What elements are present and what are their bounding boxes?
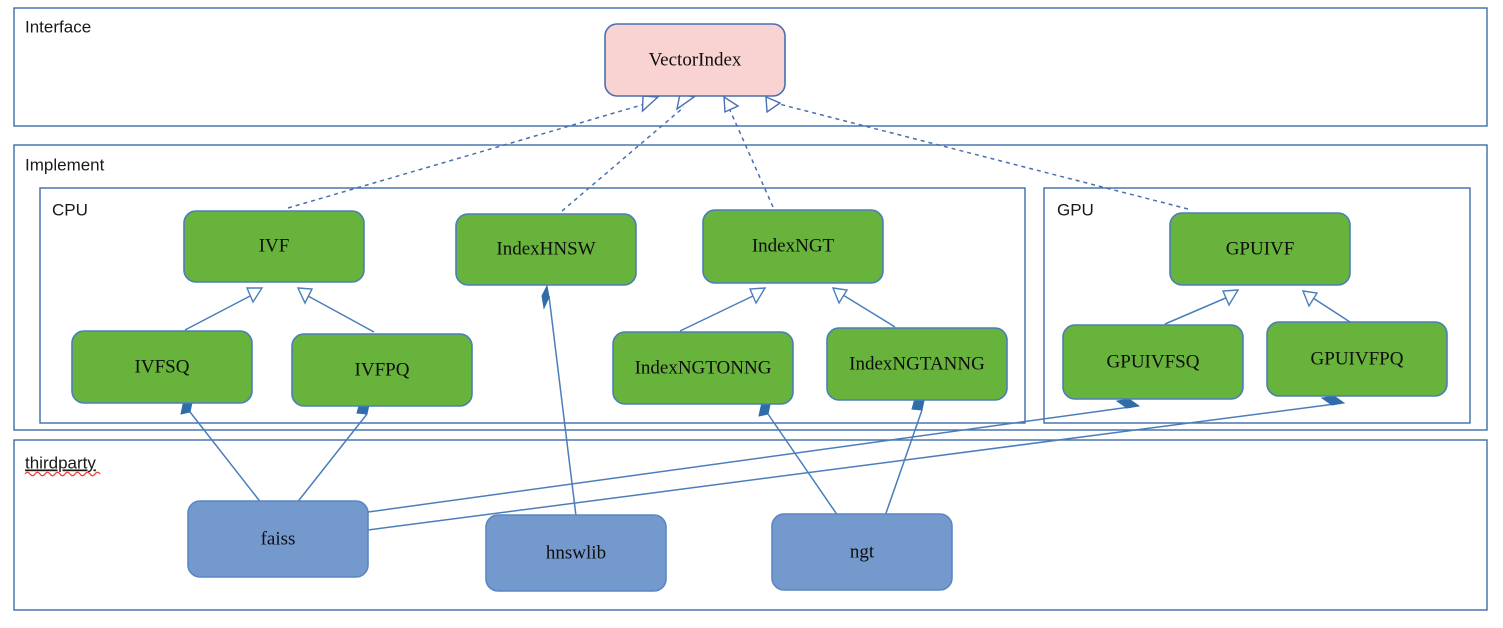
node-box-ivfsq[interactable] (71, 330, 253, 404)
node-label-indexhnsw: IndexHNSW (496, 238, 595, 259)
node-gpuivf[interactable]: GPUIVF (1169, 212, 1351, 286)
group-label-cpu: CPU (52, 200, 88, 219)
node-faiss[interactable]: faiss (187, 500, 369, 578)
diamond-arrow-faiss-to-gpuivfpq (1320, 395, 1346, 406)
triangle-arrow-ivfpq-to-ivf (296, 287, 314, 305)
node-box-vectorindex[interactable] (604, 23, 786, 97)
edge-gpuivf-to-vectorindex (778, 103, 1189, 210)
node-indexngtonng[interactable]: IndexNGTONNG (612, 331, 794, 405)
node-label-faiss: faiss (261, 528, 296, 549)
triangle-arrow-ivfsq-to-ivf (245, 287, 264, 304)
node-vectorindex[interactable]: VectorIndex (604, 23, 786, 97)
node-box-faiss[interactable] (187, 500, 369, 578)
triangle-arrow-indexngt-to-vectorindex (723, 95, 740, 114)
edge-gpuivfsq-to-gpuivf (1164, 296, 1229, 325)
node-label-gpuivfsq: GPUIVFSQ (1107, 351, 1200, 372)
node-label-gpuivfpq: GPUIVFPQ (1311, 348, 1404, 369)
node-indexhnsw[interactable]: IndexHNSW (455, 213, 637, 286)
node-label-ngt: ngt (850, 541, 875, 562)
edge-ivfpq-to-ivf (307, 295, 375, 333)
spellcheck-underline-icon (24, 471, 101, 477)
node-box-gpuivf[interactable] (1169, 212, 1351, 286)
node-label-indexngtanng: IndexNGTANNG (849, 353, 985, 374)
node-box-indexhnsw[interactable] (455, 213, 637, 286)
group-label-gpu: GPU (1057, 200, 1094, 219)
edge-hnswlib-to-indexhnsw (548, 295, 577, 517)
node-box-ivfpq[interactable] (291, 333, 473, 407)
edge-ivfsq-to-ivf (184, 294, 253, 331)
node-indexngt[interactable]: IndexNGT (702, 209, 884, 284)
node-box-indexngt[interactable] (702, 209, 884, 284)
node-label-vectorindex: VectorIndex (649, 49, 742, 70)
triangle-arrow-gpuivf-to-vectorindex (765, 95, 782, 114)
node-hnswlib[interactable]: hnswlib (485, 514, 667, 592)
nodes: VectorIndex IVF IndexHNSW IndexNGT GPUIV… (71, 23, 1448, 592)
edge-indexngtonng-to-indexngt (679, 294, 756, 332)
edge-indexngt-to-vectorindex (728, 107, 774, 208)
node-ngt[interactable]: ngt (771, 513, 953, 591)
node-label-hnswlib: hnswlib (546, 542, 606, 563)
node-label-ivfsq: IVFSQ (135, 356, 190, 377)
edge-gpuivfpq-to-gpuivf (1312, 297, 1351, 323)
node-box-ivf[interactable] (183, 210, 365, 283)
edge-faiss-to-ivfpq (295, 413, 368, 505)
edges-inheritance (184, 287, 1351, 333)
node-box-ngt[interactable] (771, 513, 953, 591)
edge-ivf-to-vectorindex (287, 103, 646, 209)
triangle-arrow-indexngtanng-to-indexngt (831, 287, 849, 305)
node-ivfpq[interactable]: IVFPQ (291, 333, 473, 407)
edge-indexhnsw-to-vectorindex (561, 106, 685, 212)
group-label-interface: Interface (25, 17, 91, 36)
node-label-ivfpq: IVFPQ (355, 359, 410, 380)
node-label-indexngtonng: IndexNGTONNG (635, 357, 772, 378)
edge-ngt-to-indexngtanng (884, 409, 923, 517)
node-box-gpuivfpq[interactable] (1266, 321, 1448, 397)
node-indexngtanng[interactable]: IndexNGTANNG (826, 327, 1008, 401)
node-label-indexngt: IndexNGT (752, 235, 835, 256)
node-gpuivfpq[interactable]: GPUIVFPQ (1266, 321, 1448, 397)
node-label-ivf: IVF (259, 235, 290, 256)
triangle-arrow-gpuivfpq-to-gpuivf (1301, 290, 1319, 308)
diamond-arrow-hnswlib-to-indexhnsw (541, 284, 550, 310)
node-gpuivfsq[interactable]: GPUIVFSQ (1062, 324, 1244, 400)
node-ivfsq[interactable]: IVFSQ (71, 330, 253, 404)
node-ivf[interactable]: IVF (183, 210, 365, 283)
triangle-arrow-gpuivfsq-to-gpuivf (1221, 289, 1240, 307)
triangle-arrow-indexngtonng-to-indexngt (748, 287, 767, 305)
node-box-hnswlib[interactable] (485, 514, 667, 592)
node-box-indexngtanng[interactable] (826, 327, 1008, 401)
group-label-thirdparty: thirdparty (25, 453, 96, 472)
diamond-arrow-faiss-to-gpuivfsq (1115, 398, 1141, 409)
edge-faiss-to-gpuivfsq (367, 406, 1131, 513)
edge-faiss-to-ivfsq (189, 411, 263, 505)
node-box-indexngtonng[interactable] (612, 331, 794, 405)
node-box-gpuivfsq[interactable] (1062, 324, 1244, 400)
node-label-gpuivf: GPUIVF (1226, 238, 1295, 259)
edge-faiss-to-gpuivfpq (367, 403, 1336, 531)
edge-indexngtanng-to-indexngt (842, 294, 896, 328)
group-label-implement: Implement (25, 155, 105, 174)
edge-ngt-to-indexngtonng (767, 413, 839, 517)
